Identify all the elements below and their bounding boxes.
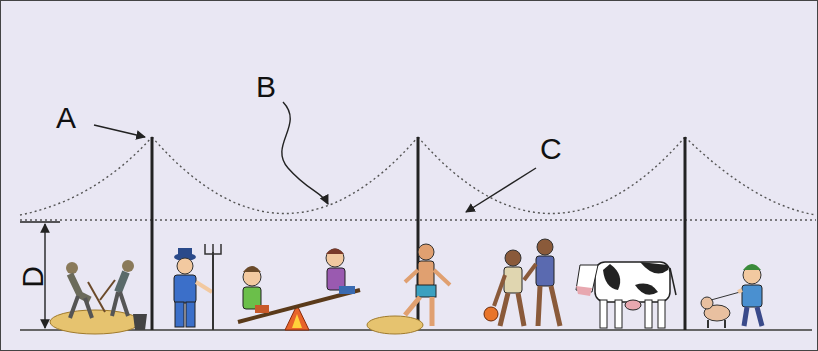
boy-kicking — [367, 244, 450, 334]
conductor-sag-part — [20, 137, 152, 215]
boy-kicking-part — [418, 244, 434, 260]
farmer-part — [177, 258, 193, 274]
workers-hay — [50, 260, 147, 334]
kid-with-dog-part — [744, 307, 762, 326]
cow-part — [670, 268, 676, 295]
kid-with-dog-part — [708, 320, 725, 328]
cow-part — [576, 286, 592, 296]
callout-letter: D — [18, 266, 48, 288]
cow — [576, 262, 676, 328]
kid-with-dog-part — [742, 285, 762, 307]
callout-letter: B — [256, 72, 276, 102]
basketball-players-part — [484, 307, 498, 321]
pole — [152, 137, 685, 330]
pole-part — [684, 137, 687, 330]
conductor-sag-part — [152, 137, 418, 214]
pole-part — [151, 137, 154, 330]
workers-hay-part — [122, 260, 134, 272]
seesaw-kids-part — [326, 249, 344, 255]
cow-part — [615, 300, 622, 328]
farmer-part — [212, 252, 214, 330]
cow-part — [658, 300, 665, 328]
farmer — [174, 244, 221, 330]
seesaw-kids — [238, 249, 360, 331]
callout-letter: A — [56, 103, 76, 133]
kid-with-dog-part — [701, 297, 713, 309]
kid-with-dog — [701, 264, 762, 328]
farmer-part — [178, 248, 192, 258]
cow-part — [625, 300, 641, 310]
basketball-players-part — [536, 256, 554, 286]
basketball-players — [484, 239, 560, 326]
height-dimension-part — [20, 221, 60, 222]
boy-kicking-part — [418, 261, 434, 287]
farmer-part — [175, 302, 184, 327]
leader-arrow — [94, 102, 536, 212]
cow-part — [603, 264, 620, 290]
farmer-part — [186, 302, 195, 327]
basketball-players-part — [494, 275, 505, 306]
boy-kicking-part — [405, 297, 432, 326]
callout-letter: C — [540, 134, 562, 164]
workers-hay-part — [112, 292, 128, 316]
farmer-part — [196, 282, 212, 292]
workers-hay-part — [70, 274, 90, 300]
leader-arrow-part — [282, 102, 328, 204]
boy-kicking-part — [367, 316, 423, 334]
basketball-players-part — [538, 286, 560, 326]
workers-hay-part — [66, 262, 78, 274]
seesaw-kids-part — [292, 314, 302, 328]
cow-part — [645, 300, 652, 328]
kid-with-dog-part — [738, 290, 742, 292]
seesaw-kids-part — [255, 305, 269, 313]
kid-with-dog-part — [711, 292, 740, 300]
boy-kicking-part — [416, 285, 436, 297]
kid-with-dog-part — [743, 264, 761, 270]
basketball-players-part — [504, 267, 522, 293]
workers-hay-part — [70, 296, 92, 318]
leader-arrow-part — [466, 168, 536, 212]
workers-hay-part — [100, 280, 115, 300]
workers-hay-part — [118, 272, 126, 292]
seesaw-kids-part — [339, 286, 355, 294]
basketball-players-part — [500, 293, 524, 326]
basketball-players-part — [524, 264, 536, 280]
conductor-sag-part — [685, 137, 816, 215]
farmer-part — [205, 244, 221, 254]
cow-part — [595, 262, 670, 302]
basketball-players-part — [537, 239, 553, 255]
leader-arrow-part — [94, 125, 145, 137]
cow-part — [640, 262, 668, 274]
boy-kicking-part — [405, 270, 450, 285]
seesaw-kids-part — [243, 266, 261, 272]
cow-part — [635, 284, 658, 295]
seesaw-kids-part — [326, 249, 344, 267]
basketball-players-part — [505, 250, 521, 266]
farmer-part — [174, 275, 196, 303]
workers-hay-part — [133, 314, 147, 330]
cow-part — [600, 300, 607, 328]
